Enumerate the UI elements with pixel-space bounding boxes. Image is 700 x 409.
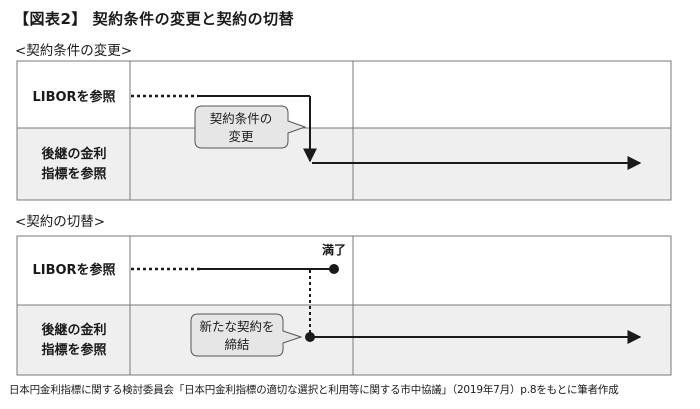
callout-new-contract <box>190 313 303 357</box>
callout-contract-change <box>194 105 307 149</box>
panel-frame <box>16 60 672 201</box>
callout-text-line1: 契約条件の <box>210 111 273 126</box>
row-label-successor-line2: 指標を参照 <box>41 342 106 358</box>
row-label-successor-line1: 後継の金利 <box>41 322 106 338</box>
callout-text-line2: 締結 <box>224 337 249 352</box>
section-title-contract-switch: <契約の切替> <box>15 214 106 230</box>
row-label-successor-line1: 後継の金利 <box>41 146 106 162</box>
panel-contract-change: LIBORを参照 後継の金利 指標を参照 契約条件の 変更 <box>16 60 672 201</box>
panel-contract-switch: LIBORを参照 後継の金利 指標を参照 満了 新たな契約を 締結 <box>16 235 672 376</box>
row-label-successor-line2: 指標を参照 <box>41 166 106 182</box>
maturity-end-dot <box>329 264 339 274</box>
maturity-label: 満了 <box>322 242 346 257</box>
row-shade-successor <box>17 305 671 375</box>
row-label-libor: LIBORを参照 <box>32 89 115 105</box>
callout-text-line2: 変更 <box>228 129 254 144</box>
source-caption: 日本円金利指標に関する検討委員会「日本円金利指標の適切な選択と利用等に関する市中… <box>9 384 619 396</box>
figure-title: 【図表2】 契約条件の変更と契約の切替 <box>14 10 295 28</box>
callout-text-line1: 新たな契約を <box>199 319 274 334</box>
section-title-contract-change: <契約条件の変更> <box>15 43 133 59</box>
row-label-libor: LIBORを参照 <box>32 262 115 278</box>
